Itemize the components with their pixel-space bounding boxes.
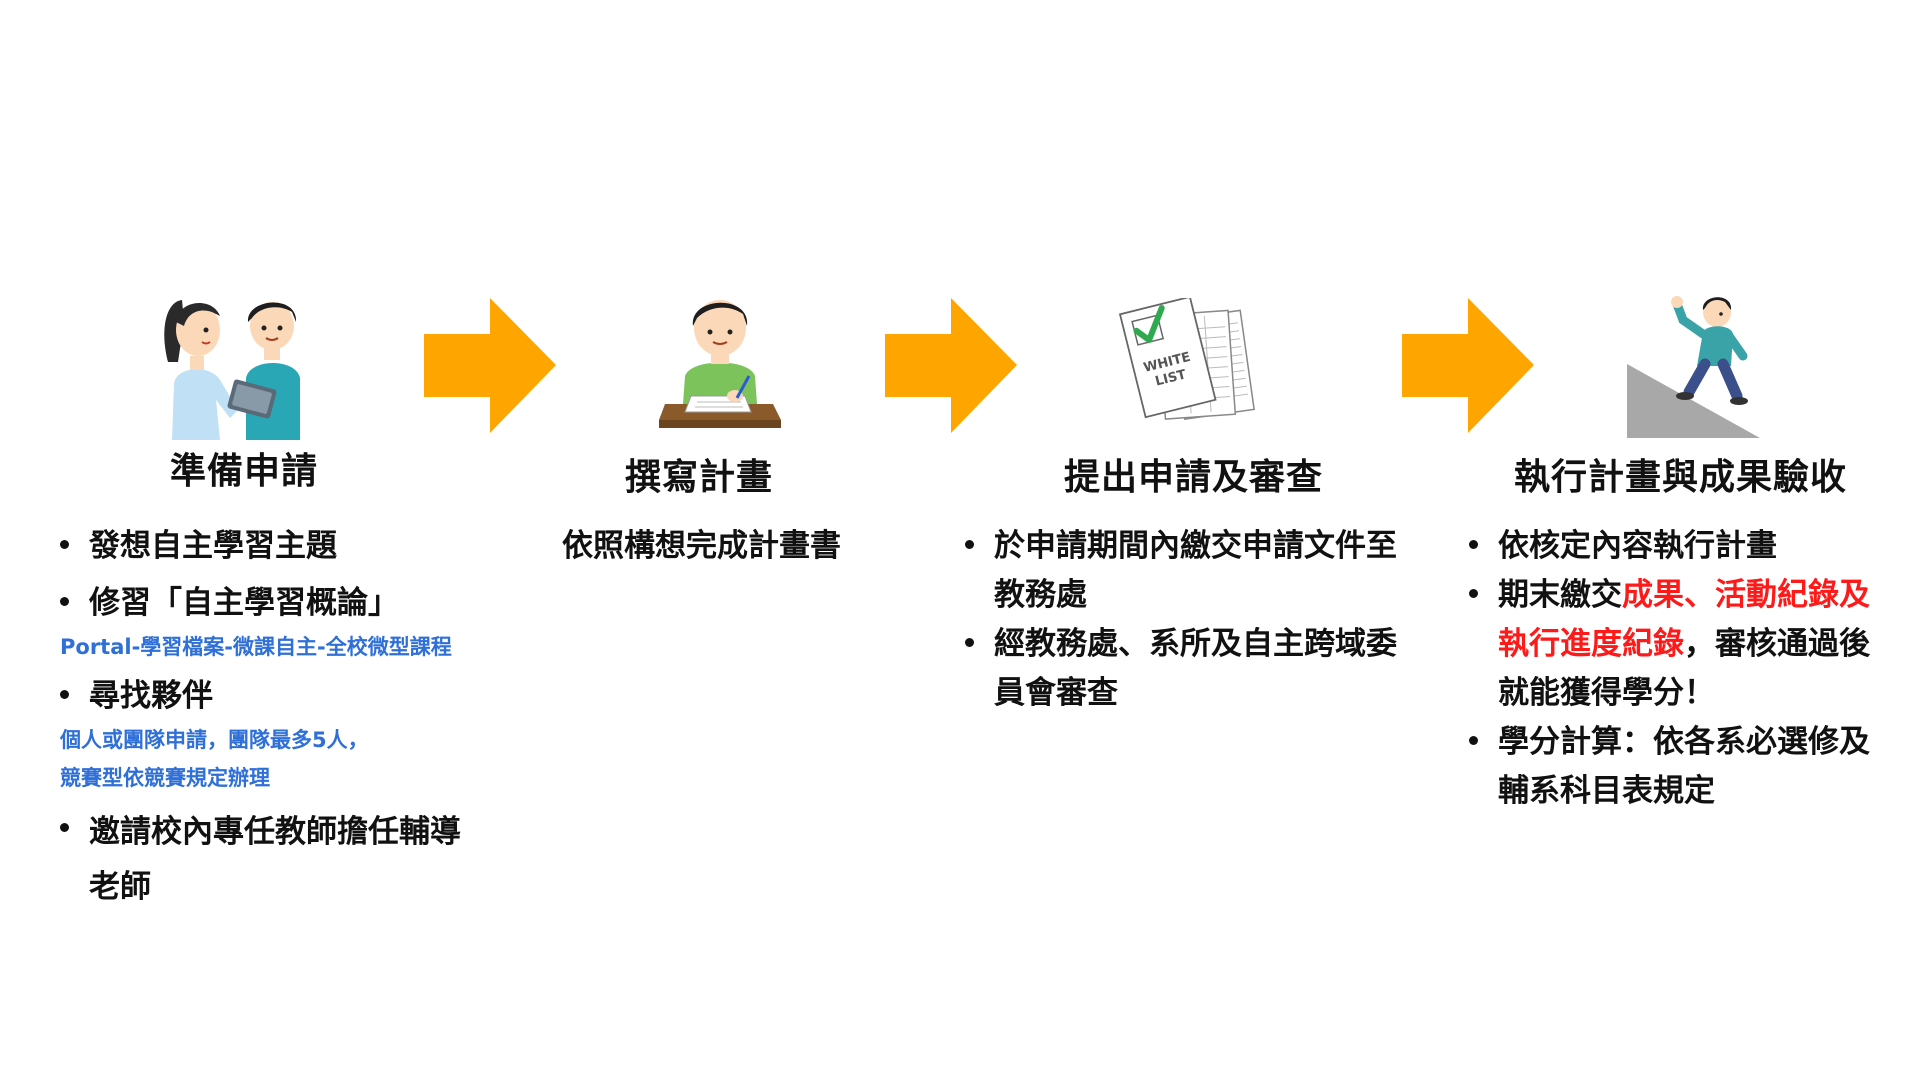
bullet-icon — [965, 540, 974, 549]
arrow-right-icon — [1402, 298, 1534, 433]
person-writing-at-desk-illustration — [659, 300, 781, 428]
arrow-right-icon — [885, 298, 1017, 433]
portal-path-note: Portal-學習檔案-微課自主-全校微型課程 — [60, 635, 452, 659]
list-item-text: 依核定內容執行計畫 — [1498, 528, 1777, 564]
list-item: 發想自主學習主題 — [60, 522, 500, 571]
submit-review-list: 於申請期間內繳交申請文件至教務處 經教務處、系所及自主跨域委員會審查 — [965, 522, 1410, 718]
required-records-highlight: 成果、活動紀錄及執行進度紀錄 — [1498, 577, 1870, 662]
two-people-consulting-illustration — [164, 300, 300, 440]
bullet-icon — [60, 540, 69, 549]
execute-verify-list: 依核定內容執行計畫 期末繳交成果、活動紀錄及執行進度紀錄，審核通過後就能獲得學分… — [1469, 522, 1889, 816]
white-list-document-illustration: WHITE LIST — [1118, 298, 1255, 420]
doc-text-list: LIST — [1154, 367, 1188, 389]
list-item-text: 學分計算：依各系必選修及輔系科目表規定 — [1498, 724, 1870, 809]
bullet-icon — [1469, 736, 1478, 745]
step-title-submit-review: 提出申請及審查 — [1064, 457, 1324, 498]
bullet-icon — [60, 597, 69, 606]
list-item: 依核定內容執行計畫 — [1469, 522, 1889, 571]
prepare-steps-list: 發想自主學習主題 修習「自主學習概論」 Portal-學習檔案-微課自主-全校微… — [60, 522, 500, 915]
list-item-text: 邀請校內專任教師擔任輔導老師 — [89, 814, 461, 905]
list-item: 邀請校內專任教師擔任輔導老師 — [60, 805, 480, 915]
list-item: 尋找夥伴 個人或團隊申請，團隊最多5人， 競賽型依競賽規定辦理 — [60, 672, 500, 797]
step-title-prepare: 準備申請 — [170, 451, 319, 492]
list-item: 學分計算：依各系必選修及輔系科目表規定 — [1469, 718, 1889, 816]
bullet-icon — [1469, 540, 1478, 549]
list-item: 修習「自主學習概論」 Portal-學習檔案-微課自主-全校微型課程 — [60, 579, 500, 666]
bullet-icon — [1469, 589, 1478, 598]
list-item: 期末繳交成果、活動紀錄及執行進度紀錄，審核通過後就能獲得學分！ — [1469, 571, 1889, 718]
step-title-write-plan: 撰寫計畫 — [625, 457, 774, 498]
submission-suffix: ，審核通過後就能獲得學分！ — [1498, 626, 1870, 711]
person-climbing-slope-illustration — [1627, 296, 1760, 438]
team-size-note: 個人或團隊申請，團隊最多5人， — [60, 728, 369, 752]
list-item: 經教務處、系所及自主跨域委員會審查 — [965, 620, 1410, 718]
list-item-text: 發想自主學習主題 — [89, 528, 337, 564]
list-item-text: 於申請期間內繳交申請文件至教務處 — [994, 528, 1397, 613]
bullet-icon — [60, 823, 69, 832]
step-title-execute-verify: 執行計畫與成果驗收 — [1514, 457, 1848, 498]
bullet-icon — [60, 690, 69, 699]
list-item-text: 經教務處、系所及自主跨域委員會審查 — [994, 626, 1397, 711]
list-item-text: 尋找夥伴 — [89, 678, 213, 714]
arrow-right-icon — [424, 298, 556, 433]
competition-note: 競賽型依競賽規定辦理 — [60, 766, 270, 790]
submission-prefix: 期末繳交 — [1498, 577, 1622, 613]
bullet-icon — [965, 638, 974, 647]
list-item-text: 修習「自主學習概論」 — [89, 585, 399, 621]
write-plan-description: 依照構想完成計畫書 — [562, 528, 841, 564]
list-item: 於申請期間內繳交申請文件至教務處 — [965, 522, 1410, 620]
list-item-text: 期末繳交成果、活動紀錄及執行進度紀錄，審核通過後就能獲得學分！ — [1469, 571, 1889, 718]
